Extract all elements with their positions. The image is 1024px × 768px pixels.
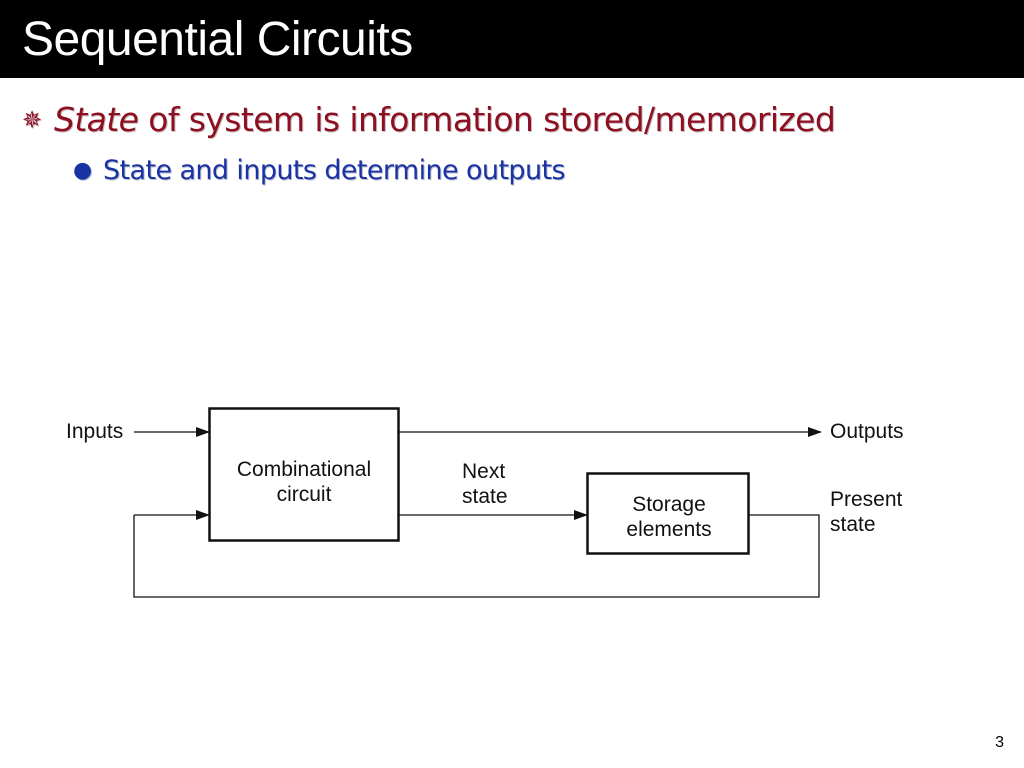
- present-state-feedback-line: [133, 514, 820, 598]
- title-bar: Sequential Circuits: [0, 0, 1024, 78]
- next-state-label-line1: Next: [462, 460, 505, 483]
- asterisk-bullet-icon: ✵: [22, 106, 43, 134]
- inputs-label: Inputs: [66, 420, 123, 443]
- bullet-state: ✵ State of system is information stored/m…: [22, 98, 836, 142]
- bullet-emphasis: State: [54, 100, 139, 139]
- slide-title: Sequential Circuits: [22, 13, 413, 66]
- combinational-circuit-block: [208, 407, 400, 542]
- present-state-label-line2: state: [830, 513, 876, 536]
- subbullet-state-inputs: ● State and inputs determine outputs: [73, 153, 566, 189]
- storage-label-line1: Storage: [632, 493, 706, 516]
- storage-label-line2: elements: [626, 518, 711, 541]
- subbullet-text: State and inputs determine outputs: [103, 155, 566, 186]
- next-state-label-line2: state: [462, 485, 508, 508]
- bullet-text: of system is information stored/memorize…: [138, 100, 836, 139]
- present-state-label-line1: Present: [830, 488, 903, 511]
- page-number: 3: [995, 734, 1004, 751]
- combinational-label-line1: Combinational: [237, 458, 371, 481]
- combinational-label-line2: circuit: [277, 483, 332, 506]
- outputs-label: Outputs: [830, 420, 904, 443]
- dot-bullet-icon: ●: [73, 158, 93, 183]
- storage-elements-block: [586, 472, 750, 555]
